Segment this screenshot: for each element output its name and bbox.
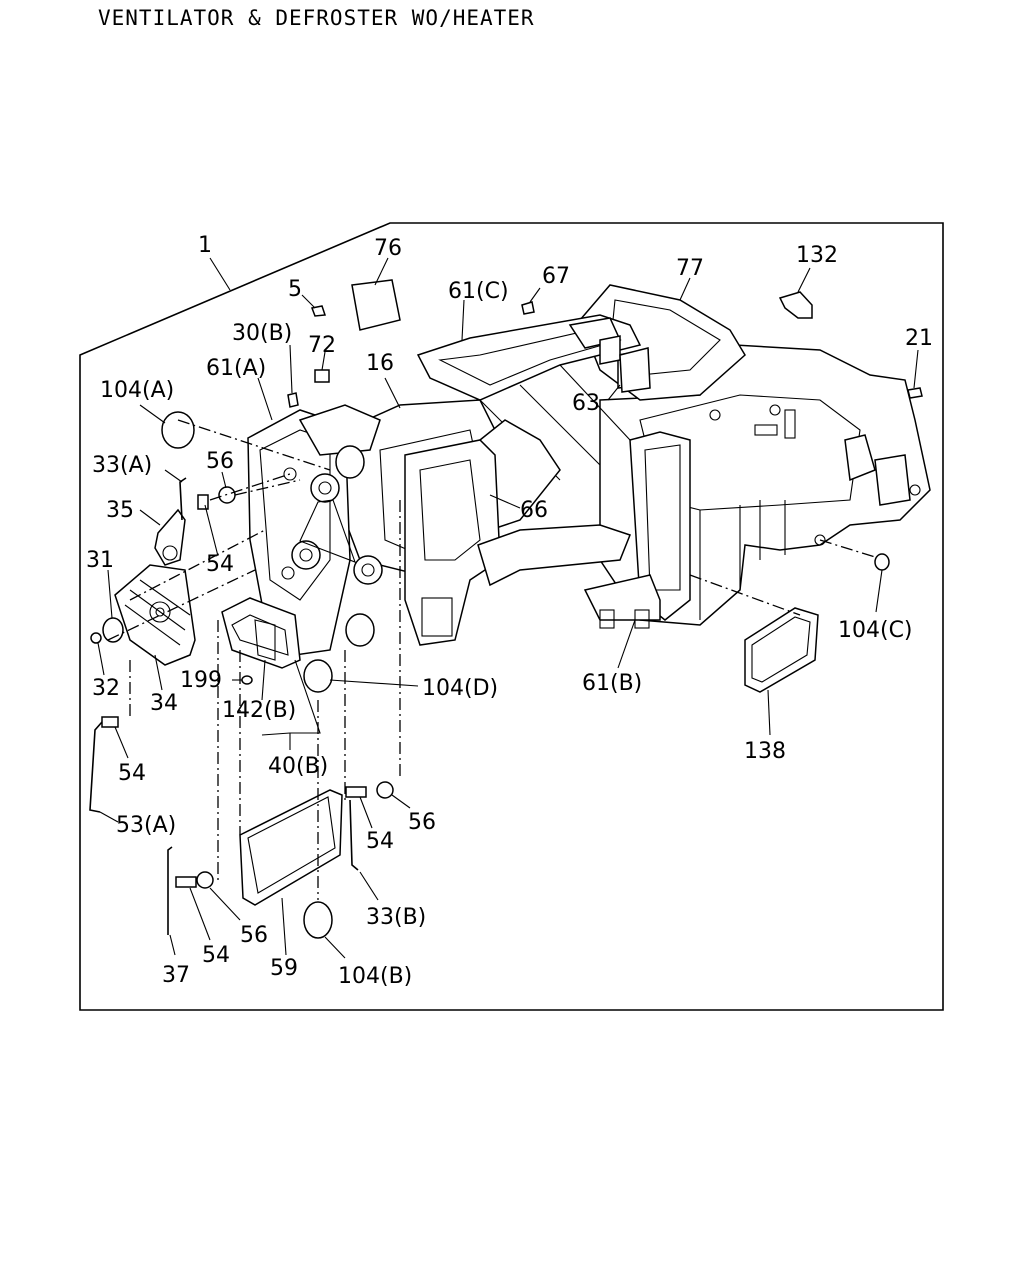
lower-duct (477, 524, 631, 587)
callout-61a: 61(A) (206, 356, 266, 381)
spring-54b (101, 716, 119, 728)
bracket-76 (351, 279, 401, 331)
port-lower (345, 613, 375, 647)
callout-76: 76 (374, 236, 402, 261)
callout-34: 34 (150, 691, 178, 716)
callout-32: 32 (92, 676, 120, 701)
rod-33a (179, 477, 187, 521)
callout-59: 59 (270, 956, 298, 981)
callout-77: 77 (676, 256, 704, 281)
callout-66: 66 (520, 498, 548, 523)
callout-54d: 54 (202, 943, 230, 968)
callout-104a: 104(A) (100, 378, 174, 403)
callout-67: 67 (542, 264, 570, 289)
filter-59 (239, 789, 343, 906)
clip-56b (376, 781, 394, 799)
callout-61c: 61(C) (448, 279, 509, 304)
spring-54c (345, 786, 367, 798)
callout-104b: 104(B) (338, 964, 412, 989)
clip-56c (196, 871, 214, 889)
panel-138 (744, 607, 819, 693)
cap-104d (303, 659, 333, 693)
callout-138: 138 (744, 739, 786, 764)
callout-72: 72 (308, 333, 336, 358)
leader-lines (97, 257, 919, 959)
rod-37 (167, 846, 173, 935)
callout-1: 1 (198, 233, 212, 258)
blower-pulleys (281, 467, 383, 585)
cap-104b (303, 901, 333, 939)
callout-56a: 56 (206, 449, 234, 474)
callout-33a: 33(A) (92, 453, 152, 478)
callout-54c: 54 (366, 829, 394, 854)
callout-56c: 56 (240, 923, 268, 948)
port-upper (335, 445, 365, 479)
callout-54a: 54 (206, 552, 234, 577)
side-duct-61b (583, 431, 691, 629)
callout-labels: 1 76 5 61(C) 67 77 132 30(B) 72 61(A) 16… (86, 233, 933, 989)
pin-199 (241, 675, 253, 685)
assembly-frame (79, 222, 944, 1011)
bolt-30b (287, 392, 299, 408)
callout-104c: 104(C) (838, 618, 913, 643)
callout-53a: 53(A) (116, 813, 176, 838)
callout-142b: 142(B) (222, 698, 296, 723)
cap-104c (874, 553, 890, 571)
rod-33b (349, 799, 359, 871)
callout-30b: 30(B) (232, 321, 292, 346)
screw-32 (90, 632, 102, 644)
callout-16: 16 (366, 351, 394, 376)
piece-63 (619, 347, 651, 393)
callout-63: 63 (572, 391, 600, 416)
callout-35: 35 (106, 498, 134, 523)
duct-66 (404, 439, 501, 646)
screw-21 (907, 387, 923, 399)
clip-132 (778, 291, 813, 319)
callout-104d: 104(D) (422, 676, 498, 701)
callout-56b: 56 (408, 810, 436, 835)
callout-54b: 54 (118, 761, 146, 786)
piece-67 (521, 301, 535, 315)
spring-54d (175, 876, 197, 888)
callout-132: 132 (796, 243, 838, 268)
lever-35 (154, 508, 186, 566)
spring-54a (197, 494, 209, 510)
screw-5 (310, 305, 327, 317)
cap-104a (161, 411, 195, 449)
callout-21: 21 (905, 326, 933, 351)
clip-72 (314, 369, 330, 383)
page-title: VENTILATOR & DEFROSTER WO/HEATER (98, 6, 535, 30)
left-housing (247, 404, 381, 656)
callout-31: 31 (86, 548, 114, 573)
door-34 (102, 564, 196, 666)
rod-53a (89, 721, 103, 813)
callout-33b: 33(B) (366, 905, 426, 930)
callout-61b: 61(B) (582, 671, 642, 696)
callout-40b: 40(B) (268, 754, 328, 779)
actuator-40b (221, 597, 301, 669)
callout-199: 199 (180, 668, 222, 693)
callout-5: 5 (288, 277, 302, 302)
callout-37: 37 (162, 963, 190, 988)
